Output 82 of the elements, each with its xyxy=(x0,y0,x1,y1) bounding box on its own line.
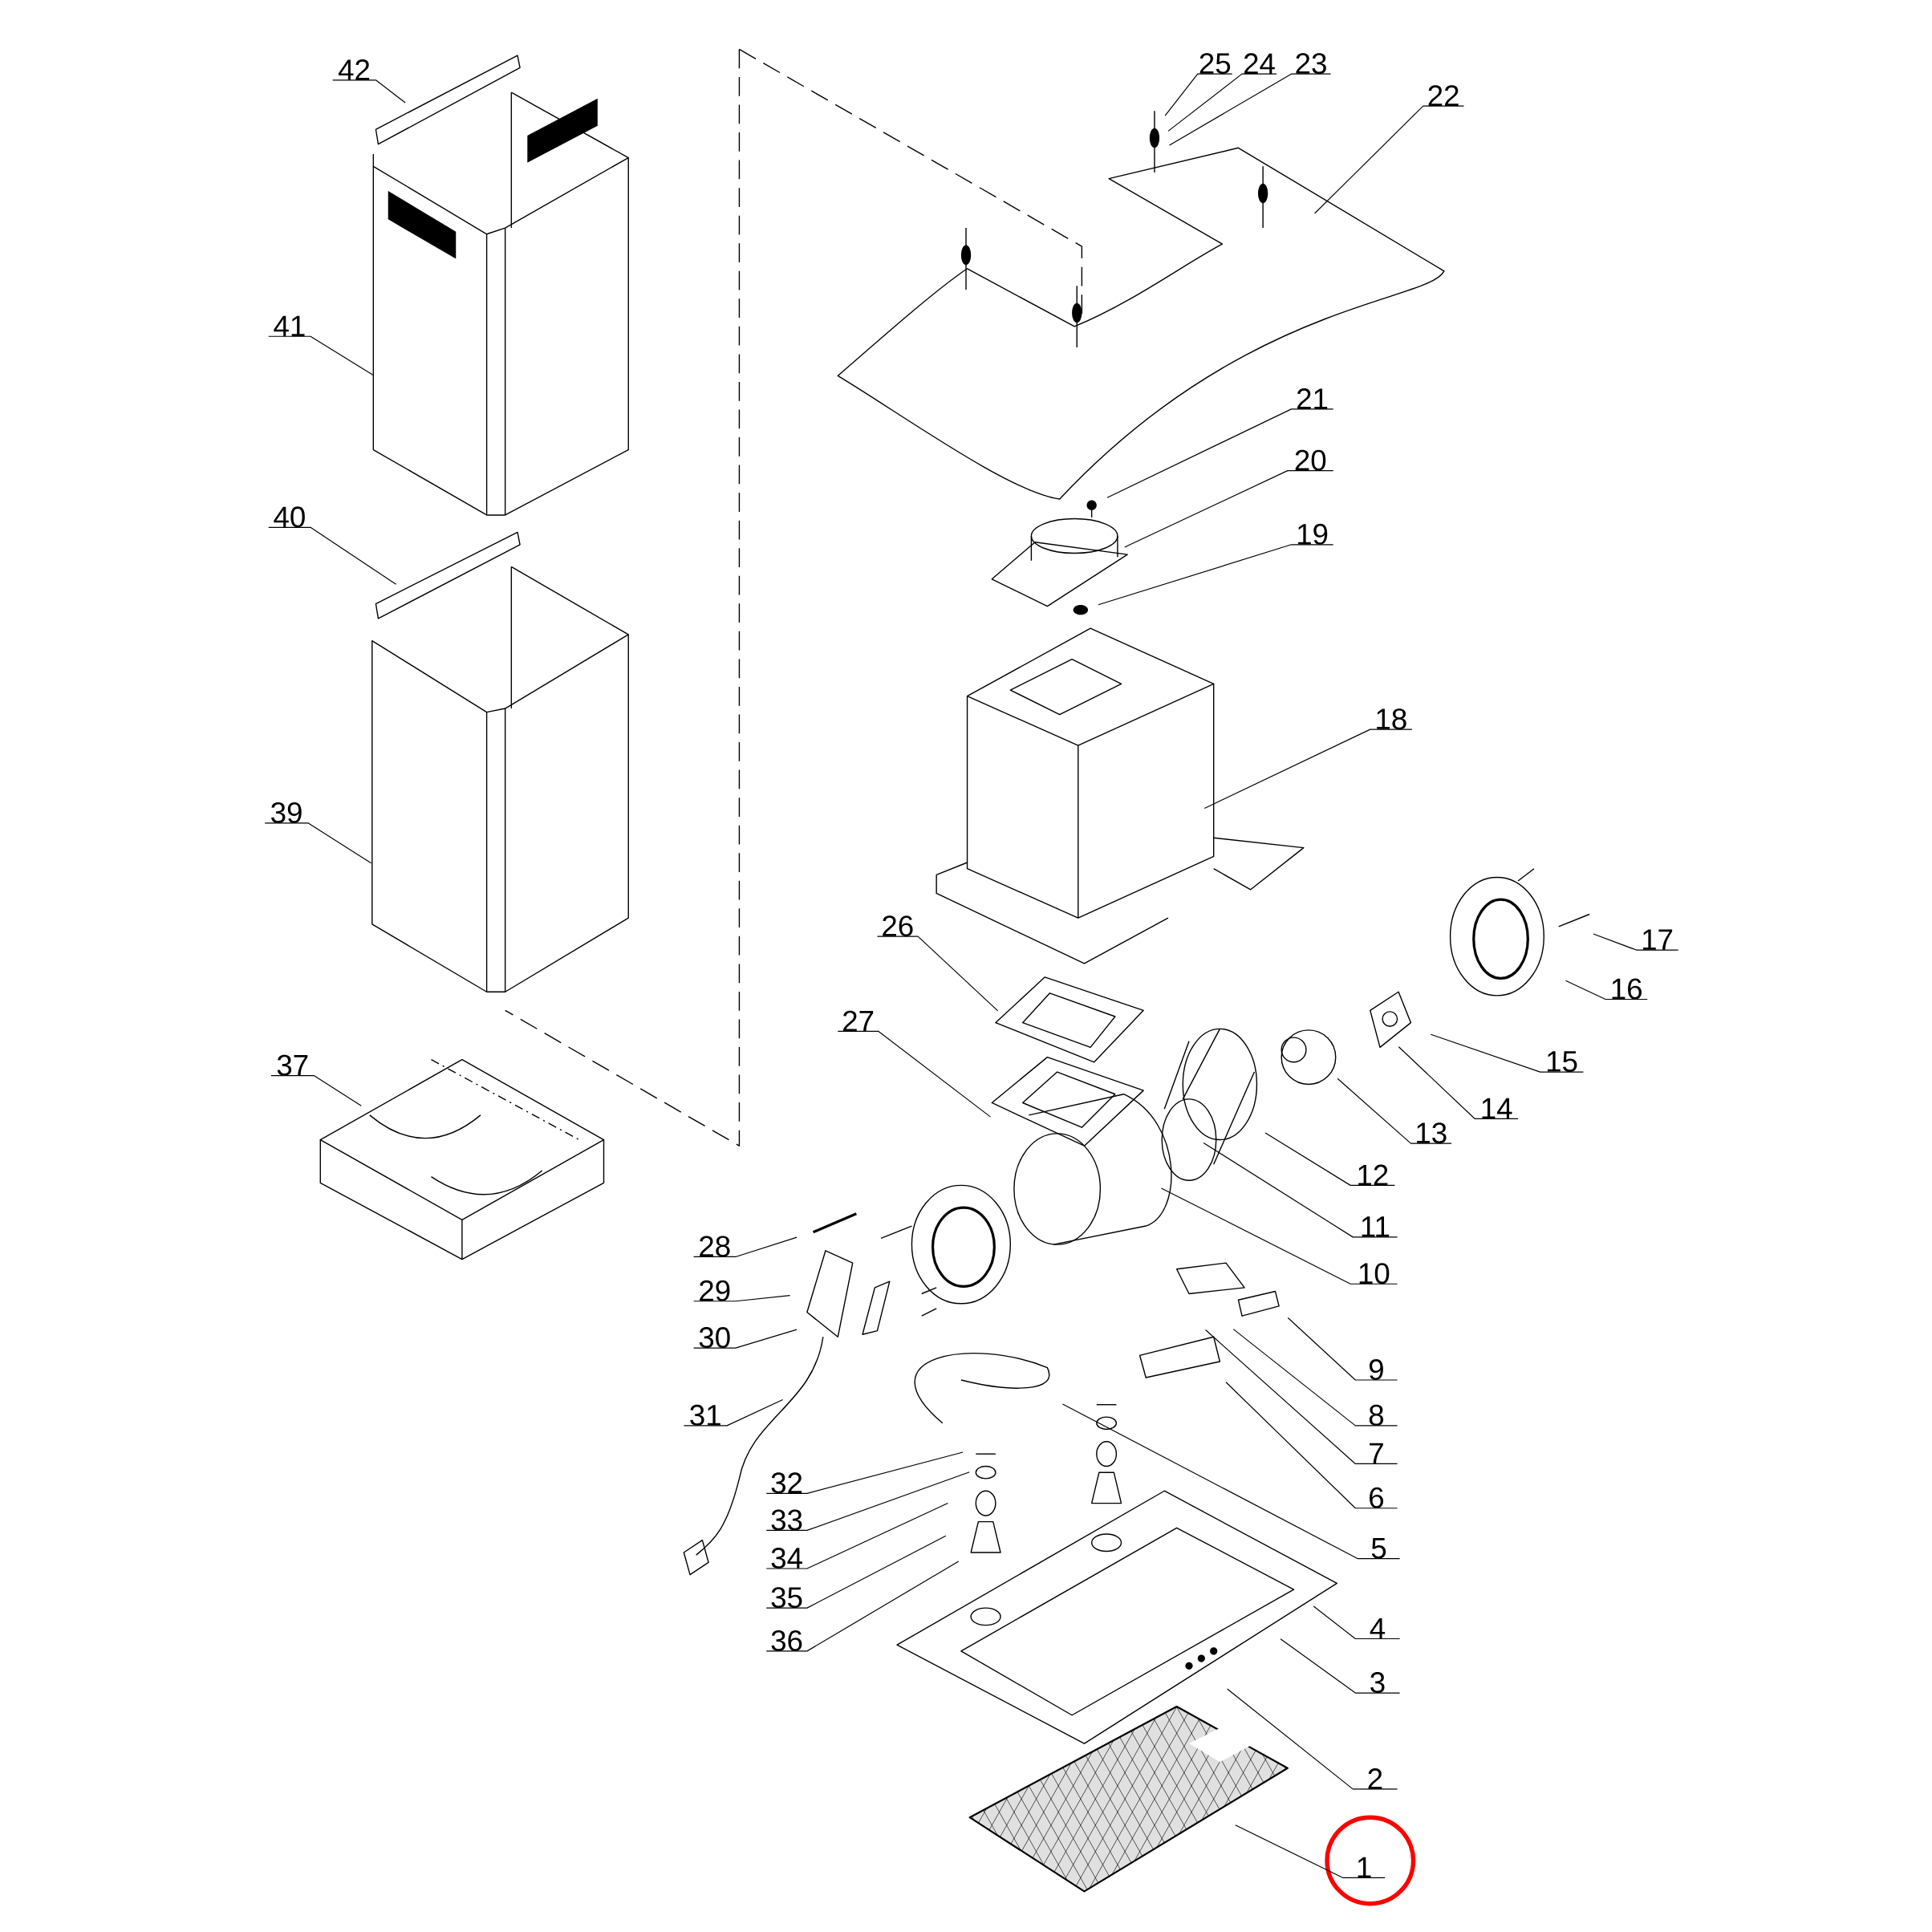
callout-number: 14 xyxy=(1482,1098,1512,1119)
leader-line xyxy=(1280,1638,1401,1694)
leader-line xyxy=(1314,105,1465,214)
leader-line xyxy=(1430,1033,1584,1073)
callout-number: 30 xyxy=(699,1327,730,1349)
leader-line xyxy=(1167,73,1277,132)
leader-line xyxy=(876,936,999,1012)
leader-line xyxy=(1225,1382,1398,1509)
leader-line xyxy=(1203,1142,1398,1238)
callout-number: 35 xyxy=(771,1587,802,1609)
leader-line xyxy=(683,1398,784,1427)
leader-line xyxy=(765,1471,970,1531)
callout-number: 21 xyxy=(1297,388,1328,409)
leader-line xyxy=(268,335,375,376)
leader-line xyxy=(1593,933,1679,951)
leader-line xyxy=(1061,1403,1401,1560)
leader-line xyxy=(1164,73,1233,116)
leader-line xyxy=(270,1075,362,1106)
callout-number: 20 xyxy=(1295,449,1326,471)
leader-line xyxy=(1098,544,1334,606)
callout-number: 22 xyxy=(1428,85,1459,106)
callout-number: 29 xyxy=(700,1280,730,1301)
callout-number: 9 xyxy=(1369,1359,1383,1380)
callout-number: 37 xyxy=(277,1054,308,1076)
leader-line xyxy=(1203,729,1413,810)
callout-number: 2 xyxy=(1368,1768,1382,1789)
callout-number: 32 xyxy=(771,1472,802,1494)
callout-number: 10 xyxy=(1359,1263,1390,1285)
callout-number: 6 xyxy=(1370,1487,1383,1508)
callout-number: 15 xyxy=(1547,1051,1577,1072)
callout-number: 13 xyxy=(1417,1122,1447,1144)
leader-line xyxy=(1227,1688,1398,1790)
leader-line xyxy=(332,79,406,104)
callout-number: 34 xyxy=(771,1548,802,1569)
leader-line xyxy=(1398,1046,1519,1120)
callout-number: 42 xyxy=(338,59,370,80)
callout-number: 1 xyxy=(1358,1857,1371,1878)
leader-line xyxy=(1264,1132,1396,1186)
leader-line xyxy=(1313,1605,1401,1640)
callout-number: 23 xyxy=(1296,53,1326,75)
leader-line xyxy=(1232,1329,1398,1427)
leader-line xyxy=(268,526,397,585)
leader-line xyxy=(1235,1824,1386,1879)
leader-line xyxy=(1287,1317,1398,1381)
callout-number: 4 xyxy=(1370,1617,1386,1639)
leader-line xyxy=(264,822,372,864)
callout-number: 41 xyxy=(274,315,305,336)
leader-line xyxy=(765,1535,947,1609)
callout-number: 7 xyxy=(1370,1443,1383,1464)
callout-number: 25 xyxy=(1199,53,1231,75)
callout-number: 31 xyxy=(690,1404,720,1426)
leader-line xyxy=(1204,1329,1398,1465)
leader-line xyxy=(1168,73,1332,146)
callout-number: 24 xyxy=(1244,53,1275,74)
callout-number: 33 xyxy=(771,1509,802,1531)
callout-number: 36 xyxy=(771,1630,802,1651)
callout-number: 11 xyxy=(1362,1216,1390,1237)
leader-line xyxy=(693,1295,791,1302)
leader-line xyxy=(765,1451,964,1494)
leader-line xyxy=(765,1502,949,1569)
callout-number: 26 xyxy=(883,915,913,937)
callout-number: 16 xyxy=(1612,978,1642,1000)
leader-line xyxy=(693,1236,798,1258)
leader-line xyxy=(765,1561,960,1652)
leader-line xyxy=(693,1329,798,1349)
callout-number: 28 xyxy=(700,1236,730,1257)
leader-line xyxy=(1565,980,1648,1000)
callout-number: 8 xyxy=(1369,1404,1384,1426)
leader-line xyxy=(1337,1078,1452,1144)
leader-line xyxy=(1124,470,1334,548)
callout-number: 39 xyxy=(271,802,302,823)
callout-number: 12 xyxy=(1358,1164,1388,1186)
leader-line xyxy=(1160,1187,1398,1285)
leader-line xyxy=(1106,408,1334,498)
callout-number: 3 xyxy=(1370,1672,1385,1694)
callout-number: 17 xyxy=(1642,929,1673,950)
leader-line xyxy=(837,1030,992,1118)
callout-number: 18 xyxy=(1377,708,1406,730)
callout-number: 27 xyxy=(843,1010,874,1032)
callout-number: 5 xyxy=(1371,1537,1386,1559)
callout-number: 40 xyxy=(274,506,305,528)
callout-number: 19 xyxy=(1297,523,1328,545)
